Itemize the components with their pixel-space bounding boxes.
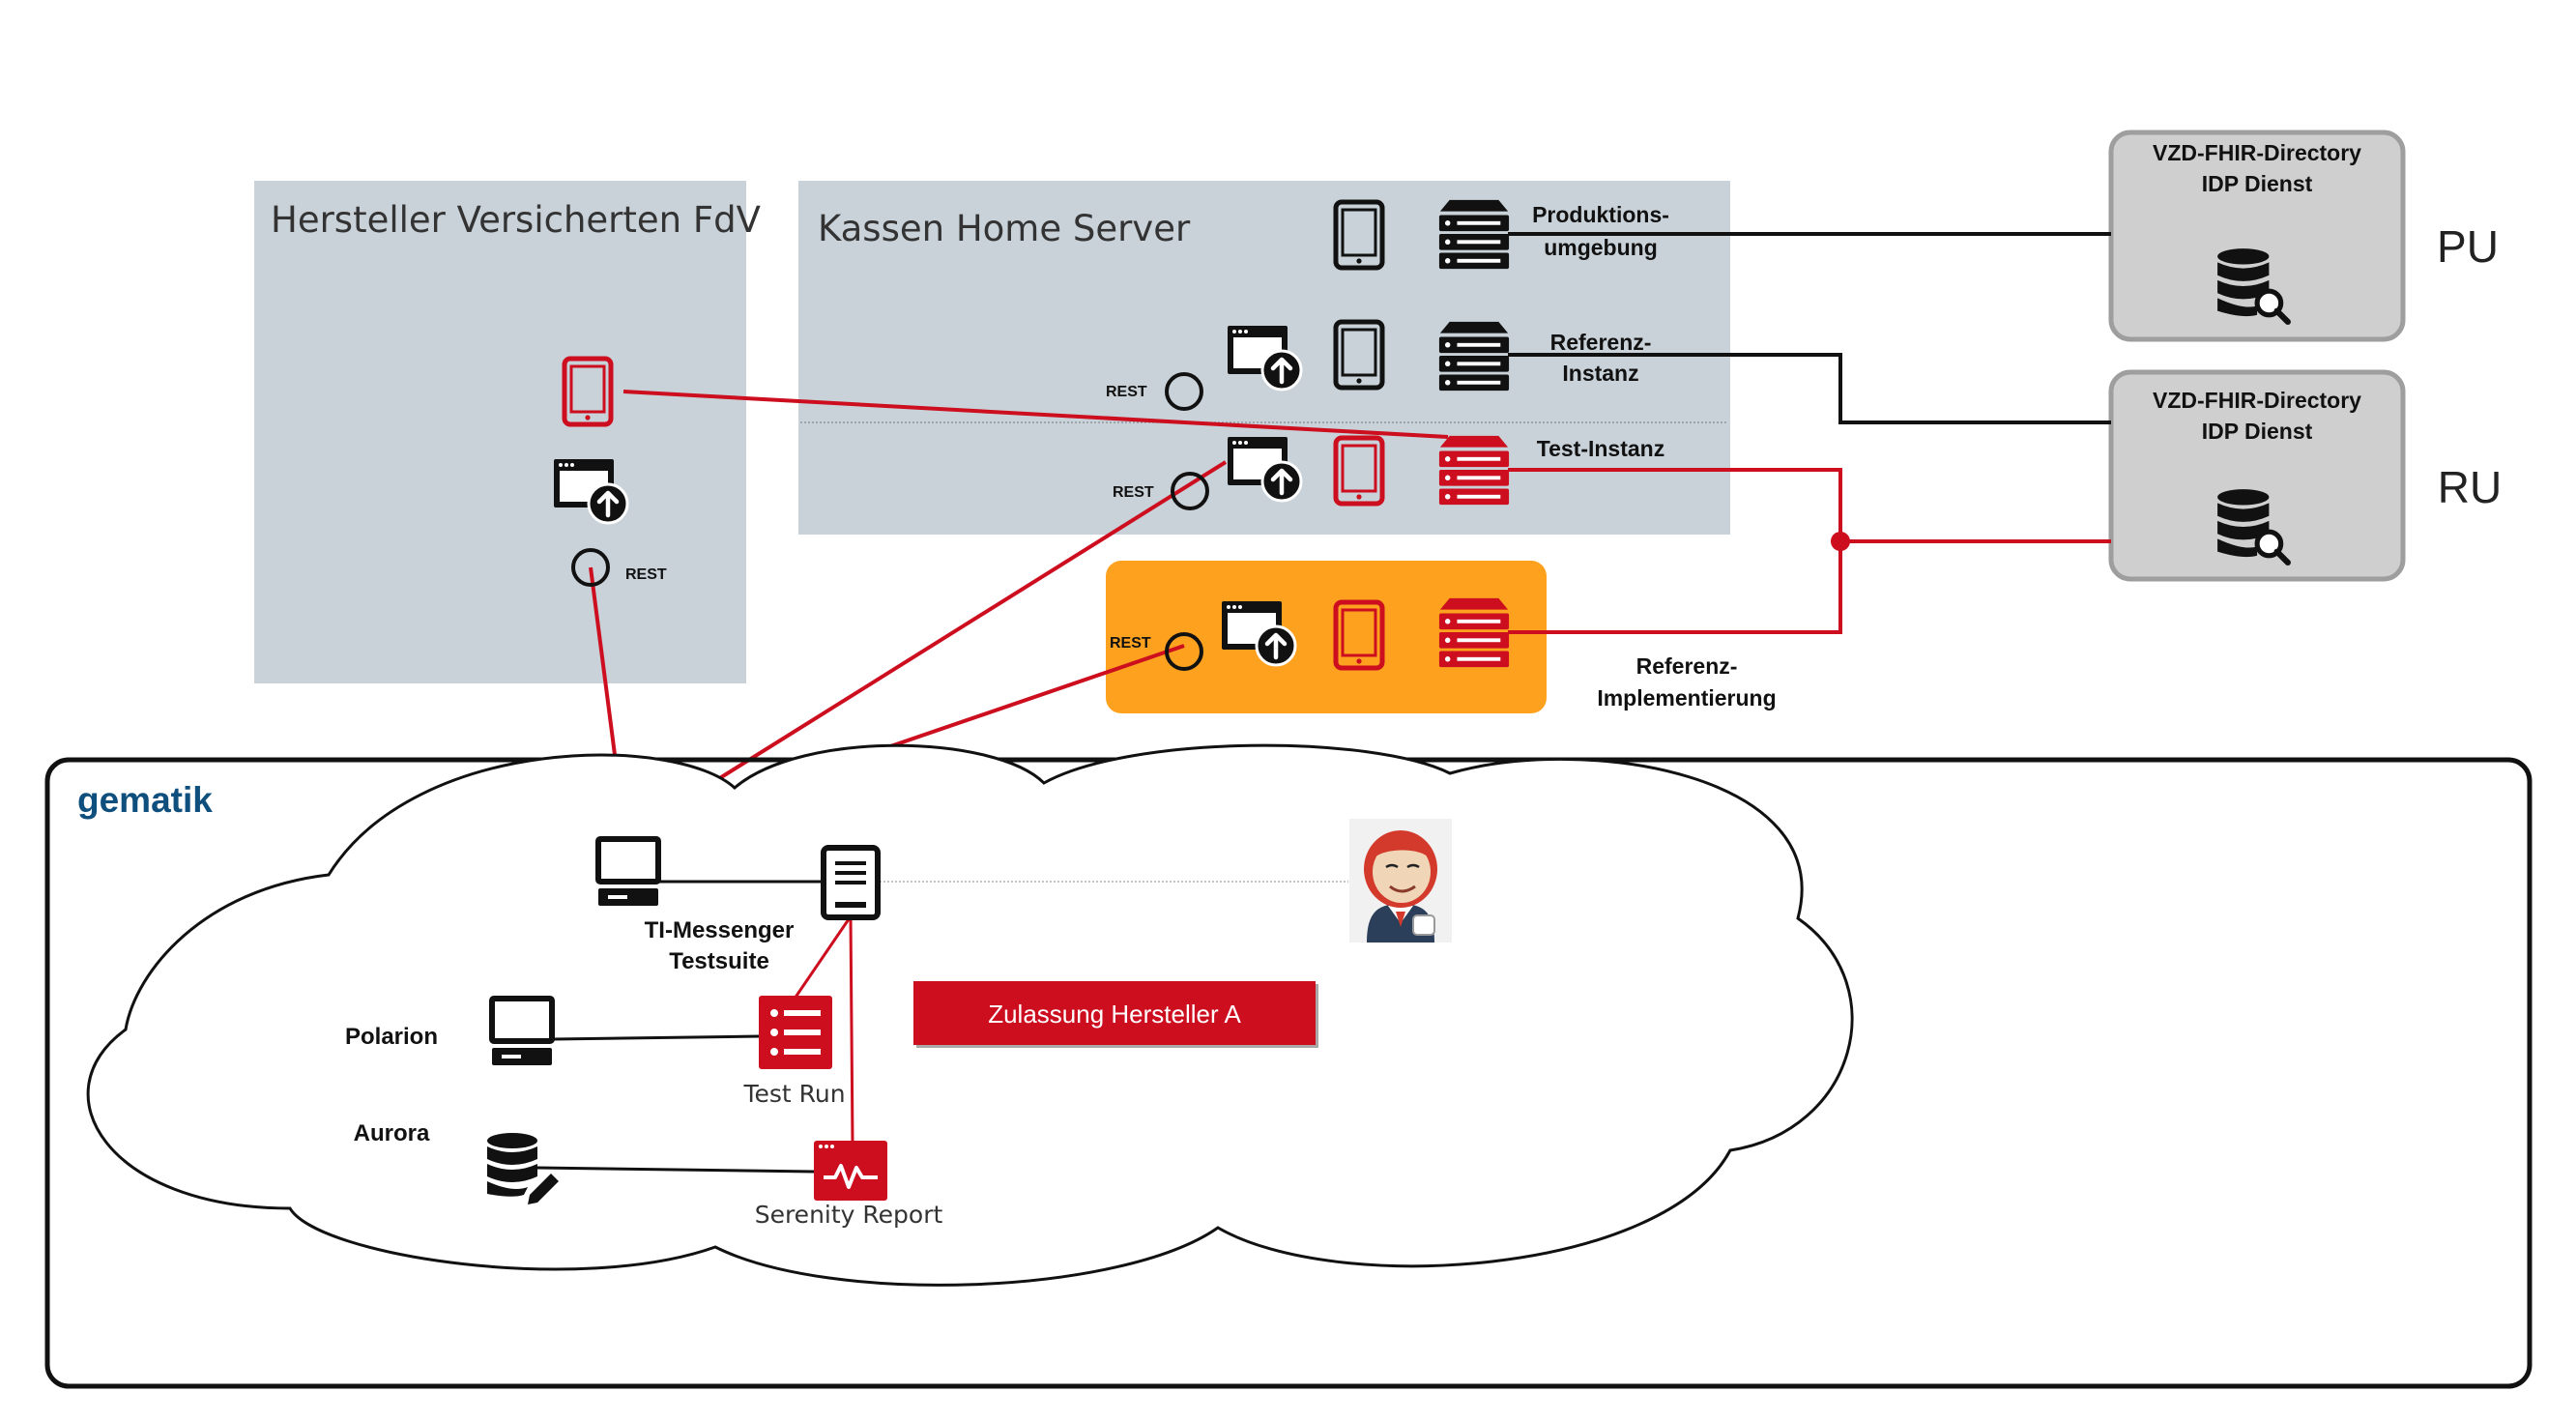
rest-interface-circle bbox=[1171, 472, 1209, 510]
aurora-to-serenity-line bbox=[536, 1166, 815, 1174]
hersteller-panel bbox=[254, 181, 746, 683]
pu-directory-line2: IDP Dienst bbox=[2202, 171, 2313, 196]
rest-interface-circle bbox=[571, 548, 610, 587]
polarion-to-testrun-line bbox=[552, 1034, 761, 1041]
server-icon bbox=[1438, 597, 1510, 668]
ru-env-label: RU bbox=[2438, 462, 2502, 512]
rest-label: REST bbox=[1110, 635, 1151, 652]
rest-label: REST bbox=[625, 566, 667, 583]
pu-directory-line1: VZD-FHIR-Directory bbox=[2153, 140, 2361, 165]
zulassung-label: Zulassung Hersteller A bbox=[988, 1000, 1241, 1029]
ru-directory-line1: VZD-FHIR-Directory bbox=[2153, 388, 2361, 413]
serenity-report-label: Serenity Report bbox=[755, 1201, 943, 1229]
rest-label: REST bbox=[1113, 484, 1154, 501]
testsuite-label-2: Testsuite bbox=[669, 948, 769, 974]
zulassung-banner-face bbox=[913, 981, 1316, 1045]
server-icon bbox=[1438, 435, 1510, 506]
junction-dot bbox=[1831, 532, 1850, 551]
monitoring-window-icon bbox=[812, 1139, 889, 1203]
produktion-label-1: Produktions- bbox=[1532, 202, 1669, 227]
polarion-label: Polarion bbox=[345, 1024, 438, 1050]
hersteller-panel-title: Hersteller Versicherten FdV bbox=[271, 199, 761, 241]
ru-directory-box bbox=[2108, 369, 2406, 582]
ru-directory-line2: IDP Dienst bbox=[2202, 419, 2313, 444]
kassen-panel-title: Kassen Home Server bbox=[818, 208, 1191, 249]
testsuite-label-1: TI-Messenger bbox=[645, 917, 795, 943]
referenz-instanz-label-2: Instanz bbox=[1562, 361, 1638, 386]
referenz-implementierung-label-2: Implementierung bbox=[1597, 685, 1776, 710]
aurora-label: Aurora bbox=[354, 1120, 430, 1146]
referenz-to-ru-line bbox=[1508, 353, 2111, 424]
referenz-implementierung-label-1: Referenz- bbox=[1636, 653, 1738, 679]
produktion-label-2: umgebung bbox=[1544, 235, 1658, 260]
referenz-instanz-label-1: Referenz- bbox=[1550, 330, 1652, 355]
checklist-icon bbox=[759, 996, 832, 1069]
jenkins-mascot-icon bbox=[1349, 819, 1452, 942]
pu-env-label: PU bbox=[2437, 221, 2499, 272]
rest-interface-circle bbox=[1165, 372, 1203, 411]
referenz-implementierung-box bbox=[1106, 561, 1547, 713]
gematik-title: gematik bbox=[77, 780, 213, 820]
test-run-label: Test Run bbox=[742, 1080, 845, 1108]
server-icon bbox=[1438, 199, 1510, 270]
reader-to-testrun-line bbox=[793, 915, 853, 1000]
server-icon bbox=[1438, 321, 1510, 392]
reader-to-serenity-line bbox=[849, 915, 854, 1144]
rest-label: REST bbox=[1106, 384, 1147, 400]
rest-interface-circle bbox=[1165, 632, 1203, 671]
test-instanz-label: Test-Instanz bbox=[1537, 436, 1664, 461]
